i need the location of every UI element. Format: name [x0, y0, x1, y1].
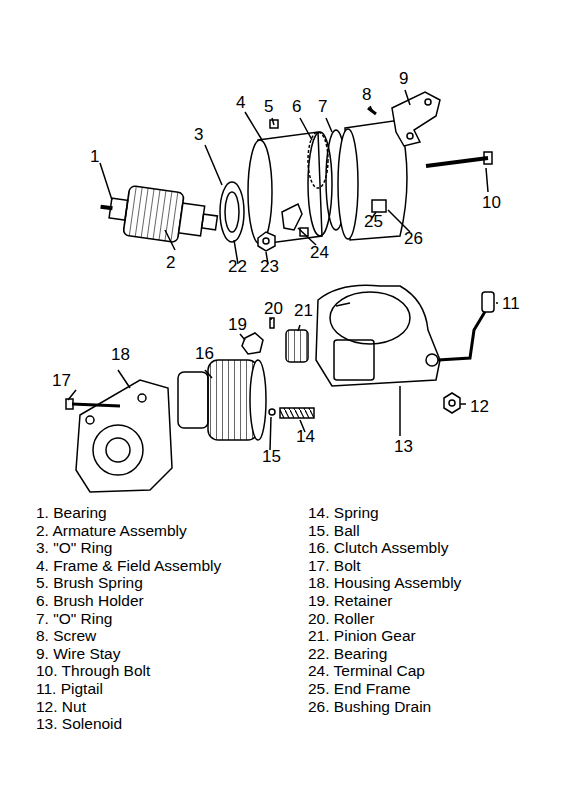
- callout-number: 6: [292, 98, 301, 115]
- parts-list-entry: 6. Brush Holder: [36, 593, 144, 609]
- callout-number: 3: [194, 126, 203, 143]
- parts-list-entry: 1. Bearing: [36, 505, 107, 521]
- parts-list-entry: 24. Terminal Cap: [308, 663, 425, 679]
- parts-list-entry: 20. Roller: [308, 611, 374, 627]
- callout-number: 4: [236, 94, 245, 111]
- callout-number: 12: [470, 398, 489, 415]
- callout-number: 16: [195, 345, 214, 362]
- parts-list-entry: 8. Screw: [36, 628, 96, 644]
- callout-number: 1: [90, 148, 99, 165]
- callout-number: 13: [394, 438, 413, 455]
- parts-list-entry: 9. Wire Stay: [36, 646, 120, 662]
- parts-list-entry: 22. Bearing: [308, 646, 387, 662]
- parts-list-entry: 7. "O" Ring: [36, 611, 112, 627]
- callout-number: 14: [296, 428, 315, 445]
- parts-list-entry: 17. Bolt: [308, 558, 361, 574]
- callout-number: 21: [294, 302, 313, 319]
- callout-number: 22: [228, 258, 247, 275]
- callout-number: 25: [364, 213, 383, 230]
- parts-list-entry: 14. Spring: [308, 505, 379, 521]
- callout-number: 5: [264, 98, 273, 115]
- callout-number: 17: [52, 372, 71, 389]
- callout-number: 8: [362, 86, 371, 103]
- callout-number: 15: [262, 448, 281, 465]
- parts-list-entry: 21. Pinion Gear: [308, 628, 416, 644]
- callout-number: 18: [111, 346, 130, 363]
- callout-number: 24: [310, 244, 329, 261]
- parts-list-entry: 11. Pigtail: [36, 681, 103, 697]
- callout-number: 11: [502, 295, 520, 312]
- parts-list-entry: 19. Retainer: [308, 593, 392, 609]
- parts-list-entry: 13. Solenoid: [36, 716, 122, 732]
- parts-list-entry: 2. Armature Assembly: [36, 523, 187, 539]
- parts-list-entry: 18. Housing Assembly: [308, 575, 461, 591]
- parts-list-entry: 5. Brush Spring: [36, 575, 143, 591]
- callout-number: 9: [399, 70, 408, 87]
- parts-list-entry: 16. Clutch Assembly: [308, 540, 448, 556]
- callout-number: 20: [264, 300, 283, 317]
- parts-list-entry: 25. End Frame: [308, 681, 411, 697]
- parts-list-entry: 4. Frame & Field Assembly: [36, 558, 221, 574]
- callout-number: 10: [482, 194, 501, 211]
- parts-list-entry: 26. Bushing Drain: [308, 699, 431, 715]
- parts-list-entry: 15. Ball: [308, 523, 360, 539]
- callout-number: 19: [228, 316, 247, 333]
- callout-number: 26: [404, 230, 423, 247]
- callout-number: 2: [166, 254, 175, 271]
- callout-number: 23: [260, 258, 279, 275]
- callout-number: 7: [318, 98, 327, 115]
- parts-list-entry: 12. Nut: [36, 699, 86, 715]
- parts-list-entry: 3. "O" Ring: [36, 540, 112, 556]
- parts-list-entry: 10. Through Bolt: [36, 663, 150, 679]
